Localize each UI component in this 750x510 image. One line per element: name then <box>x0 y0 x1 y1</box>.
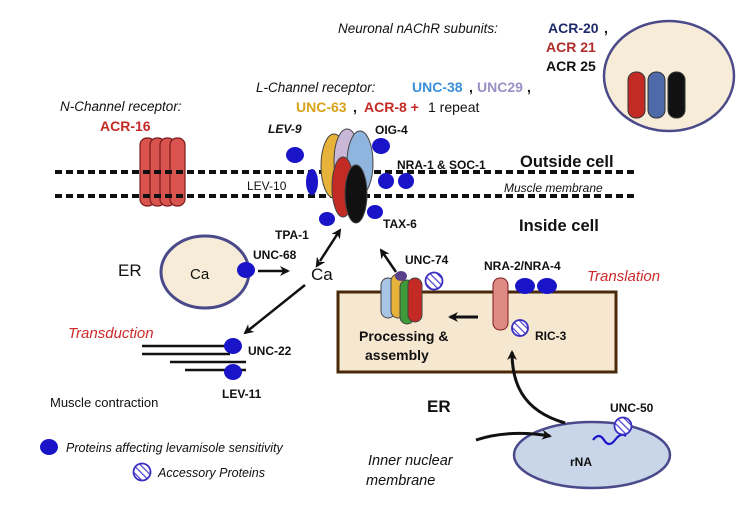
lev11-dot <box>224 364 242 380</box>
er-bottom-label: ER <box>427 397 451 416</box>
ric3-accessory-icon <box>511 319 529 337</box>
unc22-dot <box>224 338 242 354</box>
nra2-nra4-label: NRA-2/NRA-4 <box>484 259 561 273</box>
muscle-filaments <box>142 344 246 372</box>
lchannel-title: L-Channel receptor: <box>256 80 376 95</box>
inner-nuclear-label: Inner nuclear <box>368 453 454 469</box>
acr20-label: ACR-20 <box>548 20 599 36</box>
er-calcium-label: Ca <box>190 266 210 283</box>
legend-accessory-label: Accessory Proteins <box>157 466 265 480</box>
unc50-label: UNC-50 <box>610 401 654 415</box>
translation-label: Translation <box>587 268 660 285</box>
er-to-membrane-arrow <box>379 248 398 273</box>
er-calcium-store: Ca <box>159 234 251 310</box>
acr25-label: ACR 25 <box>546 58 596 74</box>
nchannel-title: N-Channel receptor: <box>60 99 182 114</box>
assembly-label: assembly <box>365 347 429 363</box>
muscle-membrane-label: Muscle membrane <box>504 181 603 195</box>
nra1-soc1-label: NRA-1 & SOC-1 <box>397 158 486 172</box>
oig4-label: OIG-4 <box>375 123 408 137</box>
unc68-dot <box>237 262 255 278</box>
unc63-label: UNC-63 <box>296 99 347 115</box>
nra-dot-2 <box>537 278 557 294</box>
acr16-label: ACR-16 <box>100 118 151 134</box>
nra-dot-1 <box>515 278 535 294</box>
legend-accessory-icon <box>132 462 152 482</box>
unc29-label: UNC29 <box>477 79 523 95</box>
tax6-label: TAX-6 <box>383 217 417 231</box>
comma-label-4: , <box>353 99 357 115</box>
unc38-label: UNC-38 <box>412 79 463 95</box>
unc22-label: UNC-22 <box>248 344 292 358</box>
lev10-label: LEV-10 <box>247 179 287 193</box>
unc74-label: UNC-74 <box>405 253 449 267</box>
er-left-label: ER <box>118 261 142 280</box>
calcium-transduction-arrow <box>243 284 306 335</box>
lev9-label: LEV-9 <box>268 122 302 136</box>
calcium-receptor-arrow <box>315 228 342 268</box>
nra2-nra4-protein <box>492 277 509 331</box>
comma-label-2: , <box>469 79 473 95</box>
unc74-accessory-icon <box>424 271 444 291</box>
l-channel-receptor <box>320 128 374 224</box>
acr8-label: ACR-8 + <box>364 99 419 115</box>
outside-cell-label: Outside cell <box>520 153 614 171</box>
legend-protein-dot <box>40 439 58 455</box>
unc50-accessory-icon <box>613 416 633 436</box>
lev11-label: LEV-11 <box>222 387 262 401</box>
unc68-label: UNC-68 <box>253 248 297 262</box>
tpa1-label: TPA-1 <box>275 228 309 242</box>
one-repeat-label: 1 repeat <box>428 99 479 115</box>
inner-membrane-arrow <box>475 429 552 442</box>
rna-label: rNA <box>570 455 592 469</box>
comma-label-1: , <box>604 20 608 36</box>
calcium-label: Ca <box>311 265 333 284</box>
legend-proteins-label: Proteins affecting levamisole sensitivit… <box>66 441 284 455</box>
inside-cell-label: Inside cell <box>519 217 599 235</box>
levamisole-protein-dots <box>286 138 414 226</box>
muscle-contraction-label: Muscle contraction <box>50 395 158 410</box>
neuronal-title: Neuronal nAChR subunits: <box>338 21 498 36</box>
comma-label-3: , <box>527 79 531 95</box>
nucleus-to-er-arrow <box>507 350 566 425</box>
acr21-label: ACR 21 <box>546 39 596 55</box>
ric3-label: RIC-3 <box>535 329 567 343</box>
processing-label: Processing & <box>359 328 448 344</box>
neuronal-receptor-cell <box>602 19 736 133</box>
membrane-label: membrane <box>366 473 435 489</box>
assembling-receptor <box>380 271 423 325</box>
transduction-label: Transduction <box>68 325 154 342</box>
nucleus: rNA <box>512 420 672 490</box>
